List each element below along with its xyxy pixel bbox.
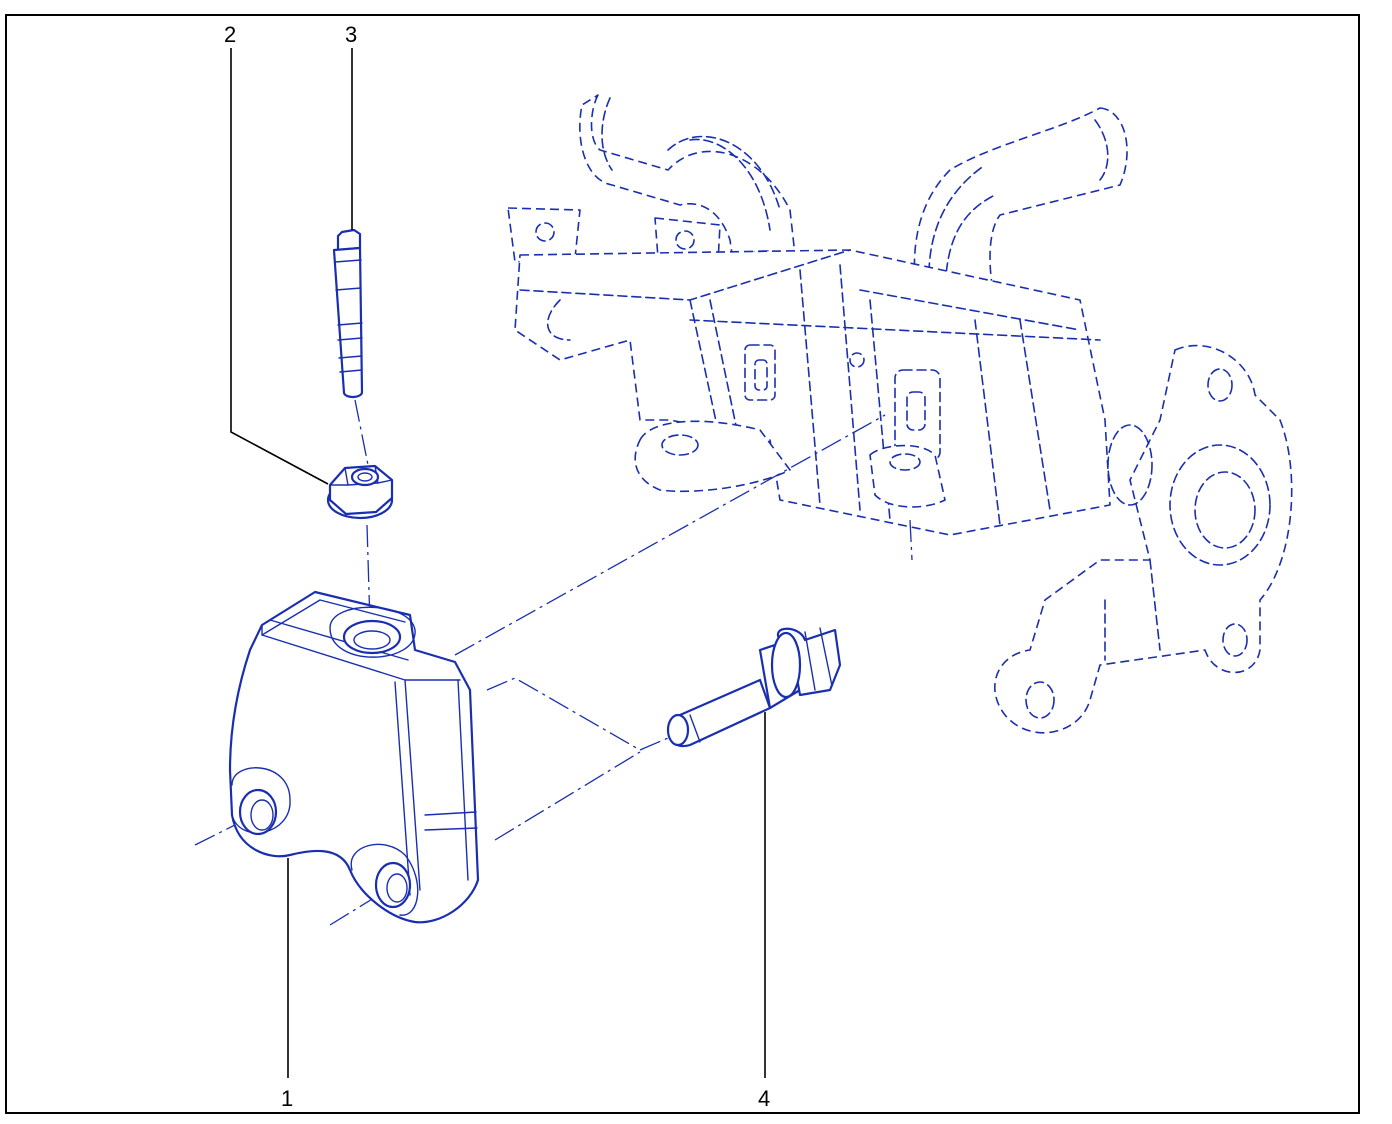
part-stud [332,228,364,399]
diagram-frame [5,14,1360,1114]
callout-label-2: 2 [224,22,237,47]
phantom-heater-tube-assembly [507,94,1293,734]
part-mount-bracket [228,590,480,924]
part-bolt [666,627,842,748]
leader-line-2 [230,48,329,485]
leader-lines [230,48,766,1078]
part-flange-nut [326,464,394,520]
callout-label-1: 1 [281,1086,294,1111]
callout-label-4: 4 [758,1086,771,1111]
callout-label-3: 3 [345,22,358,47]
